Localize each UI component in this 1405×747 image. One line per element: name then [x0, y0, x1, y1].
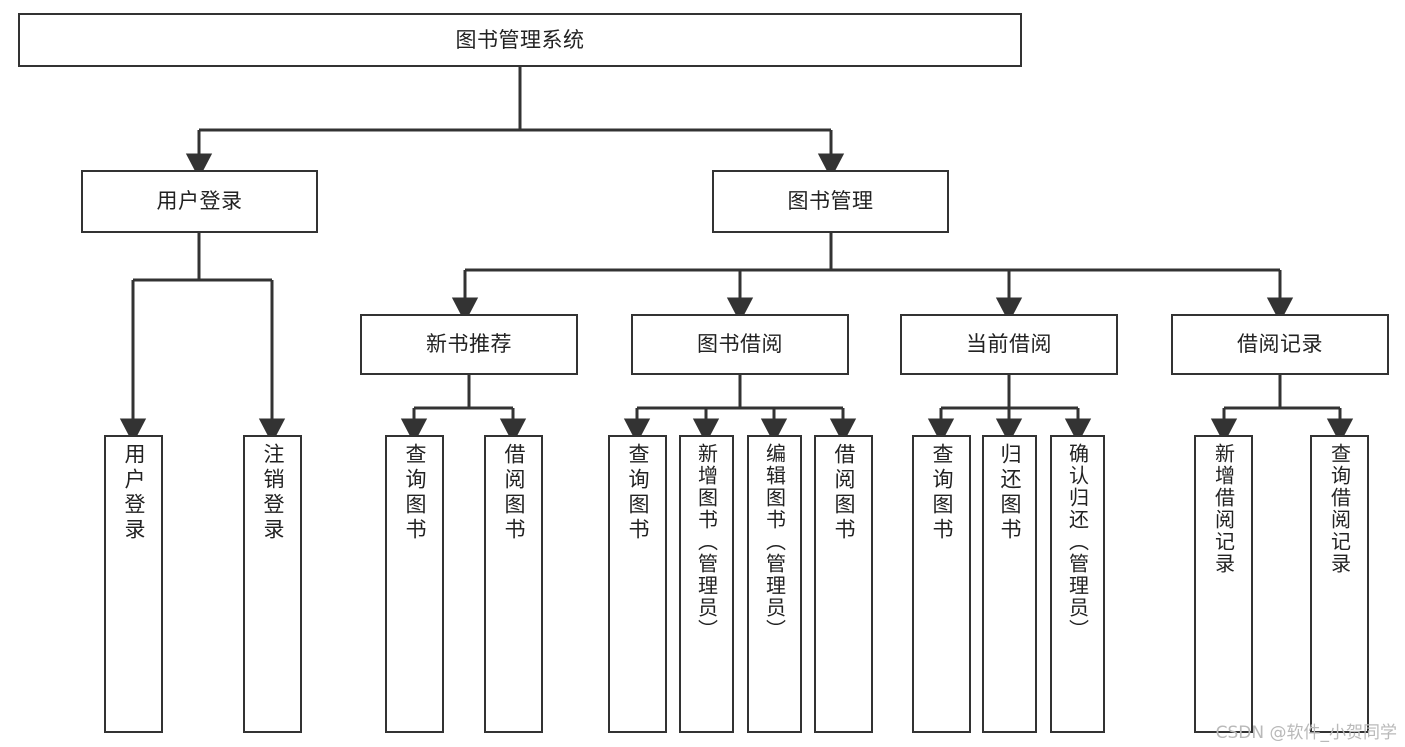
node-book-borrow-label: 图书借阅 [697, 332, 783, 357]
node-leaf-user-login-label: 用户登录 [122, 443, 146, 543]
node-current-borrow-label: 当前借阅 [966, 332, 1052, 357]
node-borrow-record[interactable]: 借阅记录 [1171, 314, 1389, 375]
node-new-book-rec[interactable]: 新书推荐 [360, 314, 578, 375]
node-leaf-query-book-3-label: 查询图书 [930, 443, 954, 543]
node-leaf-add-book[interactable]: 新增图书（管理员） [679, 435, 734, 733]
node-leaf-query-book-1[interactable]: 查询图书 [385, 435, 444, 733]
node-leaf-confirm-return-label: 确认归还（管理员） [1065, 443, 1090, 641]
node-leaf-add-record[interactable]: 新增借阅记录 [1194, 435, 1253, 733]
watermark: CSDN @软件_小贺同学 [1215, 723, 1397, 743]
node-leaf-query-book-2[interactable]: 查询图书 [608, 435, 667, 733]
node-leaf-edit-book-label: 编辑图书（管理员） [762, 443, 787, 641]
node-user-login[interactable]: 用户登录 [81, 170, 318, 233]
node-borrow-record-label: 借阅记录 [1237, 332, 1323, 357]
node-book-manage-label: 图书管理 [787, 189, 874, 214]
node-leaf-add-record-label: 新增借阅记录 [1211, 443, 1236, 575]
node-book-borrow[interactable]: 图书借阅 [631, 314, 849, 375]
node-leaf-query-book-3[interactable]: 查询图书 [912, 435, 971, 733]
node-leaf-borrow-book-1[interactable]: 借阅图书 [484, 435, 543, 733]
node-leaf-query-book-1-label: 查询图书 [403, 443, 427, 543]
node-leaf-query-record-label: 查询借阅记录 [1327, 443, 1352, 575]
node-leaf-query-book-2-label: 查询图书 [626, 443, 650, 543]
node-leaf-query-record[interactable]: 查询借阅记录 [1310, 435, 1369, 733]
node-leaf-user-logout[interactable]: 注销登录 [243, 435, 302, 733]
node-user-login-label: 用户登录 [156, 189, 243, 214]
node-leaf-borrow-book-2[interactable]: 借阅图书 [814, 435, 873, 733]
node-leaf-borrow-book-2-label: 借阅图书 [832, 443, 856, 543]
node-current-borrow[interactable]: 当前借阅 [900, 314, 1118, 375]
node-leaf-add-book-label: 新增图书（管理员） [694, 443, 719, 641]
node-new-book-rec-label: 新书推荐 [426, 332, 512, 357]
node-leaf-user-logout-label: 注销登录 [261, 443, 285, 543]
node-root[interactable]: 图书管理系统 [18, 13, 1022, 67]
node-leaf-return-book-label: 归还图书 [998, 443, 1022, 543]
node-leaf-user-login[interactable]: 用户登录 [104, 435, 163, 733]
node-leaf-confirm-return[interactable]: 确认归还（管理员） [1050, 435, 1105, 733]
node-leaf-return-book[interactable]: 归还图书 [982, 435, 1037, 733]
node-leaf-borrow-book-1-label: 借阅图书 [502, 443, 526, 543]
node-root-label: 图书管理系统 [455, 27, 585, 52]
node-leaf-edit-book[interactable]: 编辑图书（管理员） [747, 435, 802, 733]
node-book-manage[interactable]: 图书管理 [712, 170, 949, 233]
